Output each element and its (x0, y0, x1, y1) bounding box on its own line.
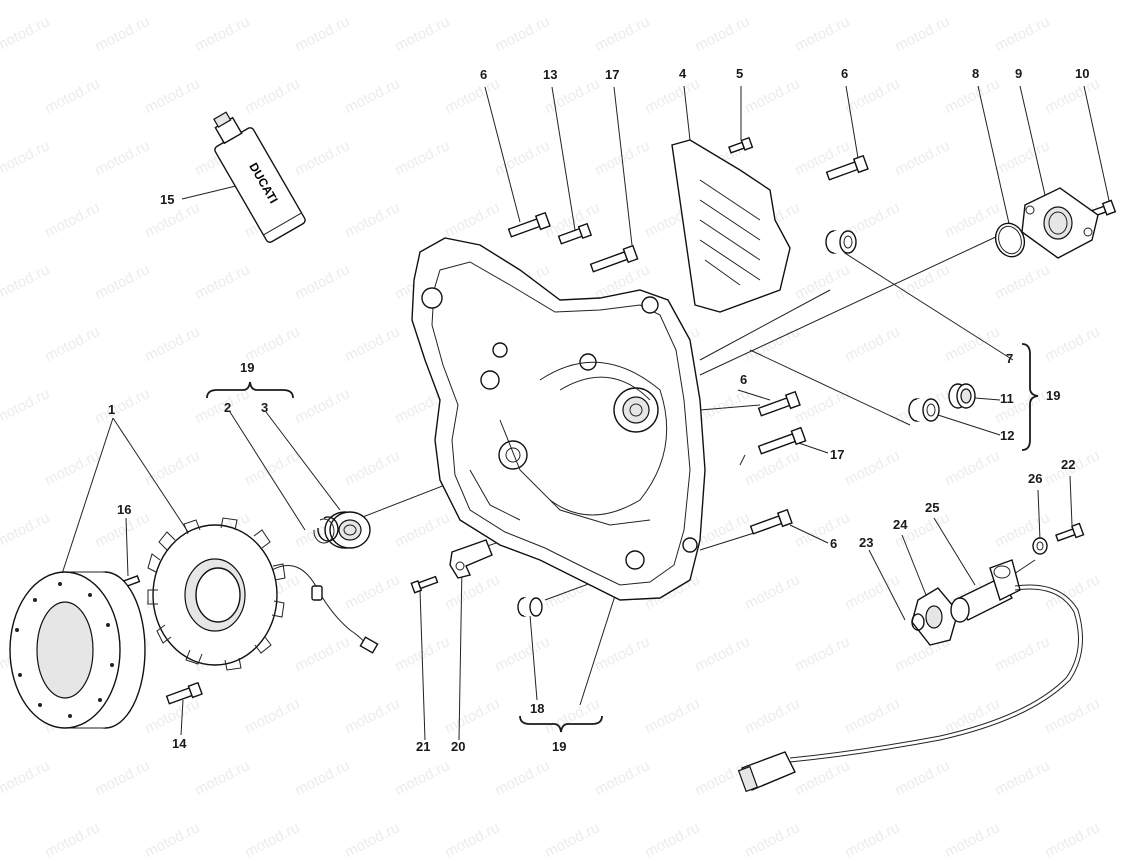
label-17a: 17 (605, 67, 620, 82)
label-7: 7 (1006, 351, 1014, 366)
label-11: 11 (1000, 391, 1014, 406)
brace-19-top (153, 376, 205, 396)
circlip-2 (313, 516, 339, 544)
bushing-12 (908, 398, 940, 422)
clip-23 (911, 613, 925, 631)
label-26: 26 (1028, 471, 1043, 486)
flange-9 (1021, 187, 1099, 259)
bushing-18 (517, 597, 543, 617)
bolt-6d (749, 508, 793, 535)
bushing-7 (825, 230, 857, 254)
label-24: 24 (893, 517, 908, 532)
bolt-22 (1055, 522, 1085, 542)
brace-19-top-shape (206, 381, 294, 399)
bolt-6a (507, 211, 551, 238)
label-12: 12 (1000, 428, 1015, 443)
label-3: 3 (261, 400, 269, 415)
seal-11 (948, 383, 976, 409)
sensor-25 (950, 559, 1021, 623)
brace-19-bottom-shape (519, 715, 603, 733)
leader-lines (59, 85, 1111, 741)
label-20: 20 (451, 739, 466, 754)
bushings (517, 230, 976, 617)
gasket-24 (911, 587, 959, 646)
cable-connector (737, 751, 796, 793)
bolt-17b (757, 426, 807, 455)
label-4: 4 (679, 66, 687, 81)
label-22: 22 (1061, 457, 1076, 472)
label-5: 5 (736, 66, 744, 81)
label-13: 13 (543, 67, 558, 82)
bolt-14 (165, 681, 203, 705)
label-15: 15 (160, 192, 175, 207)
brace-19-right-shape (1021, 343, 1039, 451)
grease-tube: DUCATI (213, 111, 306, 243)
label-9: 9 (1015, 66, 1023, 81)
label-17b: 17 (830, 447, 845, 462)
bolt-5 (728, 136, 754, 154)
label-8: 8 (972, 66, 980, 81)
label-19b: 19 (1046, 388, 1061, 403)
label-6c: 6 (740, 372, 748, 387)
bolt-17a (589, 244, 639, 273)
label-6d: 6 (830, 536, 838, 551)
label-2: 2 (224, 400, 232, 415)
bolts (110, 136, 1117, 705)
label-16: 16 (117, 502, 132, 517)
generator-cover (411, 237, 706, 601)
label-14: 14 (172, 736, 187, 751)
o-ring (994, 222, 1026, 258)
label-1: 1 (108, 402, 116, 417)
label-6b: 6 (841, 66, 849, 81)
bolt-13 (557, 222, 593, 245)
label-18: 18 (530, 701, 545, 716)
sensor-cable (737, 584, 1083, 793)
label-19c: 19 (552, 739, 567, 754)
bracket-20 (449, 539, 493, 579)
stator (147, 517, 379, 671)
flywheel-rotor (9, 571, 146, 729)
label-6a: 6 (480, 67, 488, 82)
washer-26 (1032, 537, 1048, 555)
label-19a: 19 (240, 360, 255, 375)
cover-plate (671, 139, 791, 313)
label-23: 23 (859, 535, 874, 550)
bearing-3 (324, 511, 371, 549)
label-25: 25 (925, 500, 940, 515)
label-10: 10 (1075, 66, 1090, 81)
bolt-6b (825, 154, 869, 181)
bolt-21 (410, 575, 439, 594)
bolt-6c (757, 390, 801, 417)
label-21: 21 (416, 739, 431, 754)
